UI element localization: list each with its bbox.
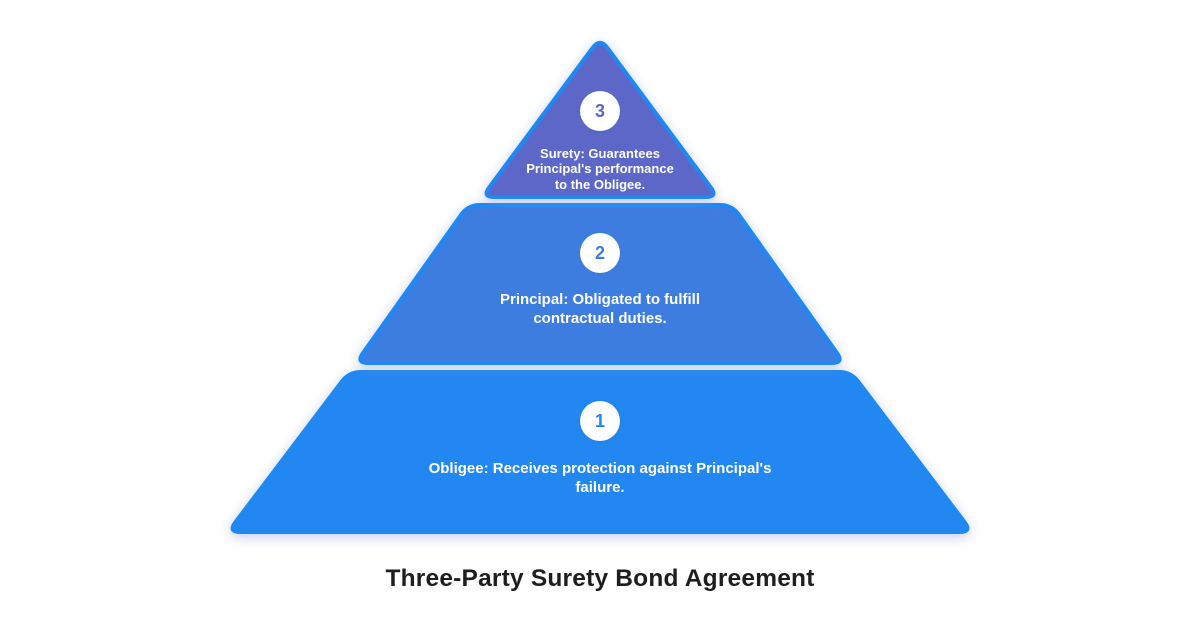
tier-label-obligee-line2: failure. — [575, 479, 625, 497]
diagram-title: Three-Party Surety Bond Agreement — [385, 565, 815, 592]
tier-label-obligee-line1: Obligee: Receives protection against Pri… — [428, 460, 772, 477]
tier-badge-1: 1 — [580, 401, 620, 441]
tier-label-surety-line2: Principal's performance — [526, 161, 674, 177]
tier-label-principal-line1: Principal: Obligated to fulfill — [499, 291, 700, 308]
tier-label-surety-line3: to the Obligee. — [554, 176, 646, 192]
tier-shape-obligee — [230, 370, 970, 534]
tier-badge-2-number: 2 — [594, 242, 605, 263]
tier-shape-principal — [358, 203, 842, 365]
tier-badge-3: 3 — [580, 91, 620, 131]
tier-badge-2: 2 — [580, 233, 620, 273]
tier-badge-1-number: 1 — [594, 410, 605, 431]
tier-label-principal: Principal: Obligated to fulfill contract… — [430, 290, 770, 328]
tier-badge-3-number: 3 — [594, 100, 605, 121]
tier-label-surety: Surety: Guarantees Principal's performan… — [475, 146, 725, 192]
tier-label-obligee: Obligee: Receives protection against Pri… — [360, 459, 840, 497]
tier-label-principal-line2: contractual duties. — [533, 310, 667, 328]
tier-label-surety-line1: Surety: Guarantees — [540, 146, 660, 161]
